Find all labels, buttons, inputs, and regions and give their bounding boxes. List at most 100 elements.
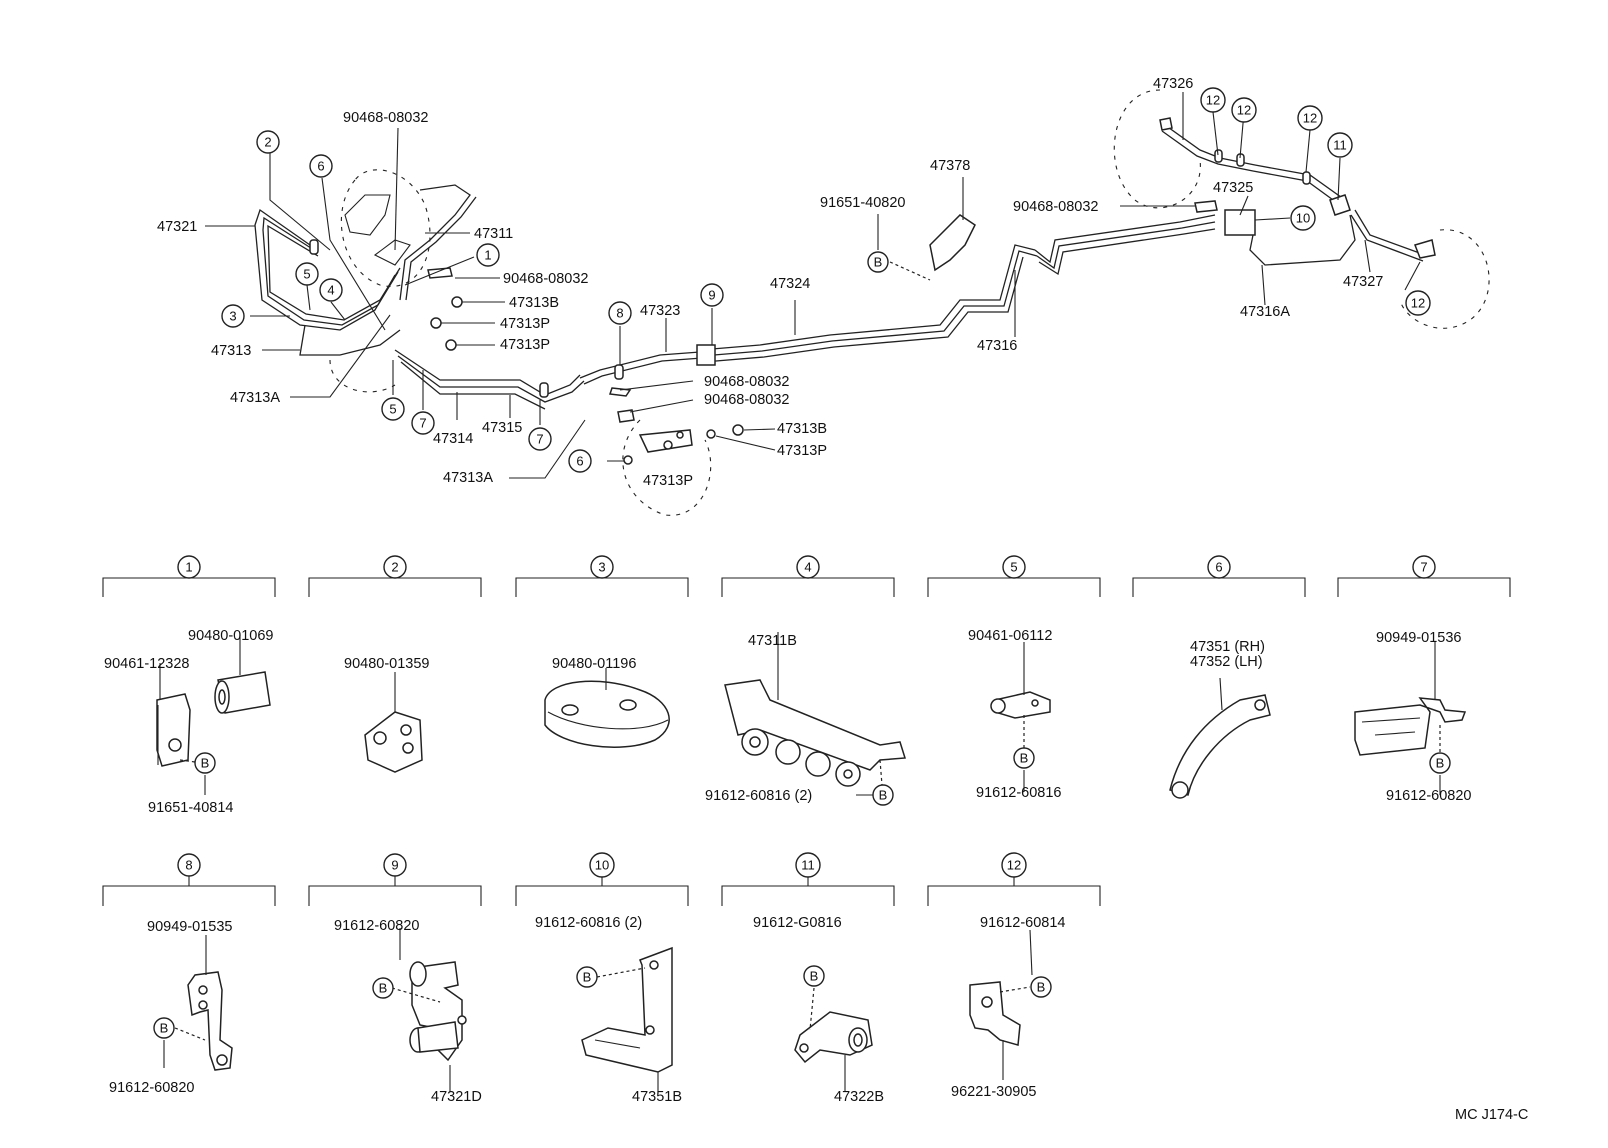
svg-text:6: 6 bbox=[317, 159, 324, 174]
fitting-9 bbox=[696, 344, 716, 366]
line-47324 bbox=[699, 244, 1036, 351]
callout-47325: 47325 bbox=[1213, 180, 1253, 196]
callout-47311: 47311 bbox=[474, 226, 513, 242]
svg-text:5: 5 bbox=[1010, 560, 1017, 575]
callout-47314: 47314 bbox=[433, 431, 473, 447]
callout-47313P-a: 47313P bbox=[500, 316, 550, 332]
svg-text:12: 12 bbox=[1007, 858, 1021, 873]
brake-line-assembly bbox=[205, 89, 1490, 516]
detail-4-header: 4 bbox=[796, 555, 820, 579]
svg-text:3: 3 bbox=[229, 309, 236, 324]
marker-10: 10 bbox=[1290, 205, 1316, 231]
svg-text:10: 10 bbox=[1296, 211, 1310, 226]
svg-text:9: 9 bbox=[391, 858, 398, 873]
d6-label-47352-lh: 47352 (LH) bbox=[1190, 654, 1263, 670]
d5-label-90461-06112: 90461-06112 bbox=[968, 628, 1052, 644]
detail-7-header: 7 bbox=[1412, 555, 1436, 579]
detail-1-parts: B bbox=[156, 635, 271, 795]
d9-label-47321D: 47321D bbox=[431, 1089, 482, 1105]
marker-4: 4 bbox=[319, 278, 343, 302]
marker-1: 1 bbox=[476, 243, 500, 267]
callout-90468-08032-a: 90468-08032 bbox=[503, 271, 588, 287]
marker-12-d: 12 bbox=[1405, 290, 1431, 316]
detail-1-header: 1 bbox=[177, 555, 201, 579]
svg-text:8: 8 bbox=[616, 306, 623, 321]
svg-text:12: 12 bbox=[1206, 93, 1220, 108]
detail-row-2: 8 9 10 11 12 B 90949-01535 91612-60820 bbox=[102, 852, 1101, 1105]
callout-47324: 47324 bbox=[770, 276, 810, 292]
d2-label-90480-01359: 90480-01359 bbox=[344, 656, 429, 672]
d12-label-91612-60814: 91612-60814 bbox=[980, 915, 1065, 931]
booster-outline bbox=[340, 169, 431, 287]
svg-text:5: 5 bbox=[389, 402, 396, 417]
marker-9: 9 bbox=[700, 283, 724, 307]
svg-text:B: B bbox=[160, 1021, 169, 1036]
callout-90468-08032-b: 90468-08032 bbox=[704, 374, 789, 390]
figure-code: MC J174-C bbox=[1455, 1107, 1528, 1123]
marker-3: 3 bbox=[221, 304, 245, 328]
d11-label-91612-G0816: 91612-G0816 bbox=[753, 915, 842, 931]
detail-7-parts: B bbox=[1354, 642, 1467, 795]
marker-7-b: 7 bbox=[528, 427, 552, 451]
bolt-marker-top: B bbox=[867, 251, 889, 273]
svg-text:1: 1 bbox=[484, 248, 491, 263]
detail-12-header: 12 bbox=[1001, 852, 1027, 878]
callout-47316A: 47316A bbox=[1240, 304, 1290, 320]
line-47327 bbox=[1354, 209, 1426, 256]
callout-47313A-a: 47313A bbox=[230, 390, 280, 406]
master-cylinder bbox=[344, 194, 391, 236]
marker-2: 2 bbox=[256, 130, 280, 154]
callout-47315: 47315 bbox=[482, 420, 522, 436]
callout-91651-40820: 91651-40820 bbox=[820, 195, 905, 211]
callout-47327: 47327 bbox=[1343, 274, 1383, 290]
svg-text:B: B bbox=[1037, 980, 1046, 995]
svg-text:7: 7 bbox=[419, 416, 426, 431]
svg-text:B: B bbox=[1436, 756, 1445, 771]
svg-text:1: 1 bbox=[185, 560, 192, 575]
d7-label-90949-01536: 90949-01536 bbox=[1376, 630, 1461, 646]
detail-5-header: 5 bbox=[1002, 555, 1026, 579]
d10-label-47351B: 47351B bbox=[632, 1089, 682, 1105]
marker-5-a: 5 bbox=[295, 262, 319, 286]
top-number-markers: 1 2 3 4 5 6 5 7 7 8 9 6 10 11 12 12 12 1… bbox=[221, 87, 1431, 473]
detail-12-parts: B bbox=[969, 929, 1052, 1080]
svg-text:11: 11 bbox=[1333, 138, 1347, 153]
detail-2-header: 2 bbox=[383, 555, 407, 579]
callout-47313B-a: 47313B bbox=[509, 295, 559, 311]
detail-11-parts: B bbox=[794, 965, 873, 1092]
svg-text:12: 12 bbox=[1303, 111, 1317, 126]
svg-text:12: 12 bbox=[1411, 296, 1425, 311]
svg-text:B: B bbox=[810, 969, 819, 984]
front-left-drum-outline bbox=[329, 359, 396, 393]
line-47326 bbox=[1164, 124, 1346, 211]
callout-47313P-b: 47313P bbox=[500, 337, 550, 353]
detail-row-1: 1 2 3 4 5 6 7 B 90480-01069 90461-12328 … bbox=[102, 555, 1511, 816]
svg-text:4: 4 bbox=[804, 560, 811, 575]
svg-text:3: 3 bbox=[598, 560, 605, 575]
callout-47326: 47326 bbox=[1153, 76, 1193, 92]
detail-8-header: 8 bbox=[177, 853, 201, 877]
line-47321 bbox=[254, 208, 396, 331]
detail-2-parts bbox=[364, 672, 423, 773]
marker-11: 11 bbox=[1327, 132, 1353, 158]
svg-text:12: 12 bbox=[1237, 103, 1251, 118]
svg-text:7: 7 bbox=[1420, 560, 1427, 575]
detail-9-header: 9 bbox=[383, 853, 407, 877]
svg-text:B: B bbox=[379, 981, 388, 996]
callout-labels: 90468-08032 47321 47311 90468-08032 4731… bbox=[157, 76, 1383, 489]
callout-90468-08032-d: 90468-08032 bbox=[1013, 199, 1098, 215]
marker-12-b: 12 bbox=[1231, 97, 1257, 123]
d11-label-47322B: 47322B bbox=[834, 1089, 884, 1105]
callout-90468-08032-top: 90468-08032 bbox=[343, 110, 428, 126]
detail-9-parts: B bbox=[372, 928, 467, 1092]
callout-47321: 47321 bbox=[157, 219, 197, 235]
svg-text:8: 8 bbox=[185, 858, 192, 873]
detail-8-parts: B bbox=[153, 935, 233, 1071]
svg-text:7: 7 bbox=[536, 432, 543, 447]
line-47323 bbox=[579, 351, 701, 379]
rear-left-drum-outline bbox=[1113, 89, 1201, 209]
marker-6-a: 6 bbox=[309, 154, 333, 178]
d1-label-90461-12328: 90461-12328 bbox=[104, 656, 189, 672]
rear-right-drum-outline bbox=[1399, 229, 1490, 329]
